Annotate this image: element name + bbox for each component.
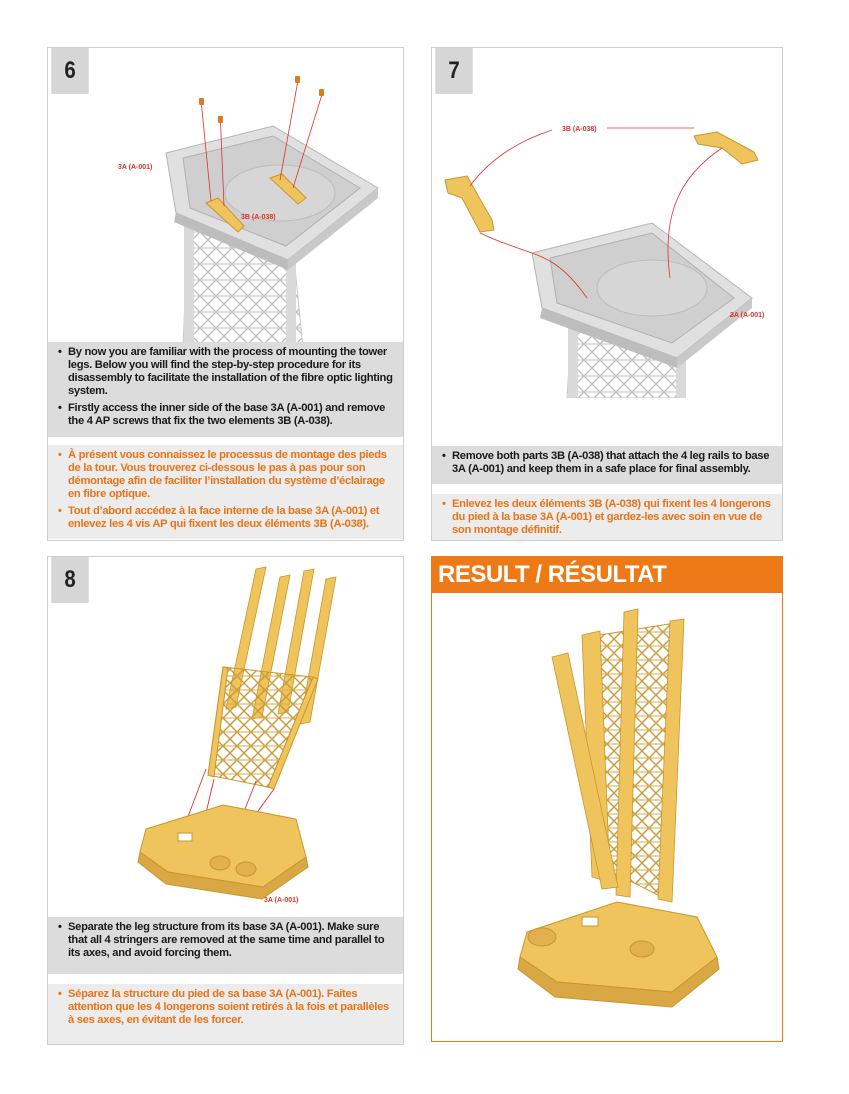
step-6-illustration — [165, 76, 379, 348]
instruction-bullet: •By now you are familiar with the proces… — [58, 346, 393, 397]
instruction-bullet: •Separate the leg structure from its bas… — [58, 921, 385, 959]
callout-base-3a: 3A (A-001) — [264, 897, 299, 904]
step-8-illustration — [137, 566, 337, 900]
french-instructions: •Enlevez les deux éléments 3B (A-038) qu… — [432, 494, 782, 540]
callout-part-3b: 3B (A-038) — [241, 214, 276, 221]
instruction-bullet: •Remove both parts 3B (A-038) that attac… — [442, 450, 770, 475]
french-instructions: •À présent vous connaissez le processus … — [48, 445, 403, 539]
step-8-panel: 8 3A (A-001) — [47, 556, 404, 1045]
english-instructions: •Separate the leg structure from its bas… — [48, 917, 403, 974]
instruction-bullet: •Séparez la structure du pied de sa base… — [58, 988, 389, 1026]
result-illustration — [517, 608, 720, 1008]
instruction-bullet: •À présent vous connaissez le processus … — [58, 449, 387, 500]
step-7-illustration — [444, 127, 759, 398]
result-title: RESULT / RÉSULTAT — [432, 557, 782, 593]
step-7-panel: 7 3B (A-038) 3A (A-001) •Remove bo — [431, 47, 783, 541]
instruction-bullet: •Firstly access the inner side of the ba… — [58, 402, 386, 427]
callout-base-3a: 3A (A-001) — [730, 312, 765, 319]
callout-part-3b: 3B (A-038) — [562, 126, 597, 133]
step-number: 7 — [435, 48, 473, 94]
step-number: 8 — [51, 557, 89, 603]
english-instructions: •Remove both parts 3B (A-038) that attac… — [432, 446, 782, 484]
instruction-bullet: •Tout d’abord accédez à la face interne … — [58, 505, 380, 530]
english-instructions: •By now you are familiar with the proces… — [48, 342, 403, 437]
step-number: 6 — [51, 48, 89, 94]
callout-base-3a: 3A (A-001) — [118, 164, 153, 171]
instruction-bullet: •Enlevez les deux éléments 3B (A-038) qu… — [442, 498, 771, 536]
step-6-panel: 6 3 — [47, 47, 404, 541]
french-instructions: •Séparez la structure du pied de sa base… — [48, 984, 403, 1044]
result-panel: RESULT / RÉSULTAT — [431, 556, 783, 1042]
